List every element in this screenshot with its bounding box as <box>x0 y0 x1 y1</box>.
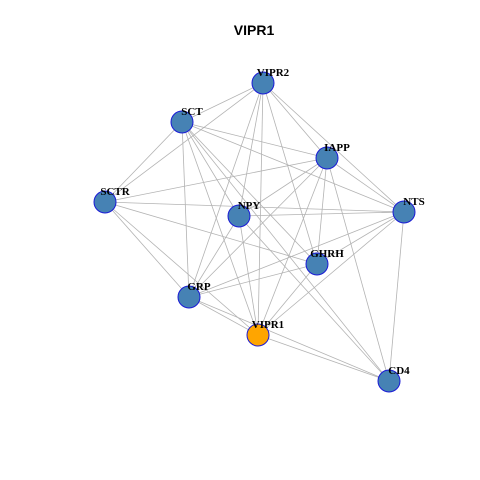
edge-iapp-grp <box>188 157 328 298</box>
edge-iapp-nts <box>326 157 405 213</box>
node-vipr2[interactable]: VIPR2 <box>251 67 290 95</box>
edge-vipr2-ghrh <box>262 82 318 265</box>
edge-iapp-ghrh <box>316 157 328 265</box>
edge-vipr2-nts <box>262 82 405 213</box>
node-circle[interactable] <box>315 146 339 170</box>
edge-iapp-cd4 <box>326 157 390 382</box>
edge-sct-iapp <box>181 121 328 159</box>
node-label: VIPR2 <box>257 67 290 79</box>
node-circle[interactable] <box>177 285 201 309</box>
node-grp[interactable]: GRP <box>177 281 211 309</box>
node-circle[interactable] <box>93 190 117 214</box>
node-label: SCT <box>181 106 203 118</box>
edge-sct-grp <box>181 121 190 298</box>
edge-layer <box>104 82 405 382</box>
edge-npy-vipr1 <box>238 215 259 336</box>
edge-vipr2-sct <box>181 82 264 123</box>
edge-sct-npy <box>181 121 240 217</box>
edge-nts-ghrh <box>316 211 405 265</box>
node-iapp[interactable]: IAPP <box>315 142 350 170</box>
graph-title: VIPR1 <box>234 22 275 38</box>
node-cd4[interactable]: CD4 <box>377 365 410 393</box>
node-vipr1[interactable]: VIPR1 <box>246 319 284 347</box>
edge-vipr2-npy <box>238 82 264 217</box>
edge-sctr-grp <box>104 201 190 298</box>
node-label: GHRH <box>310 248 344 260</box>
node-label: IAPP <box>324 142 350 154</box>
node-npy[interactable]: NPY <box>227 200 261 228</box>
edge-vipr2-grp <box>188 82 264 298</box>
node-nts[interactable]: NTS <box>392 196 425 224</box>
edge-sct-nts <box>181 121 405 213</box>
edge-grp-vipr1 <box>188 296 259 336</box>
edge-sct-vipr1 <box>181 121 259 336</box>
edge-iapp-sctr <box>104 157 328 203</box>
edge-sct-cd4 <box>181 121 390 382</box>
edge-npy-nts <box>238 211 405 217</box>
edge-nts-grp <box>188 211 405 298</box>
node-circle[interactable] <box>227 204 251 228</box>
edge-npy-grp <box>188 215 240 298</box>
node-circle[interactable] <box>170 110 194 134</box>
edge-npy-cd4 <box>238 215 390 382</box>
node-label: SCTR <box>100 186 130 198</box>
edge-nts-vipr1 <box>257 211 405 336</box>
edge-iapp-vipr1 <box>257 157 328 336</box>
edge-iapp-npy <box>238 157 328 217</box>
edge-sct-ghrh <box>181 121 318 265</box>
node-circle[interactable] <box>377 369 401 393</box>
node-label: NPY <box>238 200 261 212</box>
edge-sctr-ghrh <box>104 201 318 265</box>
edge-grp-cd4 <box>188 296 390 382</box>
node-label: NTS <box>403 196 424 208</box>
node-circle[interactable] <box>305 252 329 276</box>
node-label: GRP <box>187 281 211 293</box>
edge-vipr2-iapp <box>262 82 328 159</box>
node-sctr[interactable]: SCTR <box>93 186 131 214</box>
edge-sctr-vipr1 <box>104 201 259 336</box>
node-ghrh[interactable]: GHRH <box>305 248 344 276</box>
edge-sct-sctr <box>104 121 183 203</box>
edge-vipr2-sctr <box>104 82 264 203</box>
node-circle[interactable] <box>246 323 270 347</box>
edge-vipr2-vipr1 <box>257 82 264 336</box>
edge-ghrh-grp <box>188 263 318 298</box>
node-circle[interactable] <box>392 200 416 224</box>
edge-sctr-nts <box>104 201 405 213</box>
edge-vipr1-cd4 <box>257 334 390 382</box>
node-sct[interactable]: SCT <box>170 106 203 134</box>
node-label: CD4 <box>388 365 410 377</box>
node-circle[interactable] <box>251 71 275 95</box>
node-label: VIPR1 <box>252 319 284 331</box>
edge-ghrh-vipr1 <box>257 263 318 336</box>
edge-nts-cd4 <box>388 211 405 382</box>
